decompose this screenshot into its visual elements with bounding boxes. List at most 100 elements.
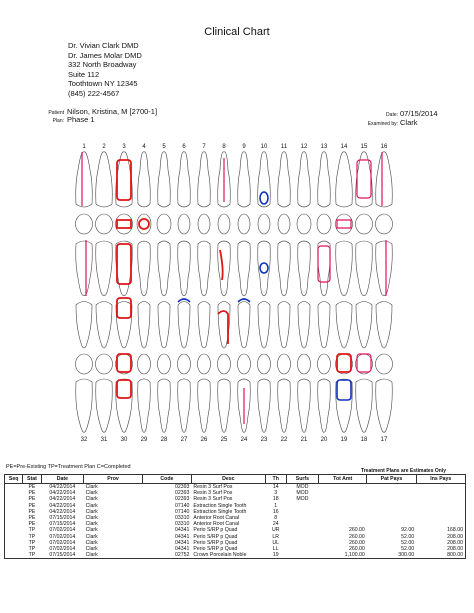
table-cell: 168.00 — [447, 527, 463, 534]
tooth-number: 10 — [261, 144, 268, 150]
table-cell: 52.00 — [401, 546, 415, 553]
tooth-number: 15 — [361, 144, 368, 150]
lower-tooth-side — [277, 378, 291, 433]
table-cell: PE — [28, 508, 36, 515]
upper-tooth-side — [317, 151, 331, 208]
table-cell: MOD — [296, 496, 309, 503]
table-cell: 260.00 — [348, 533, 365, 540]
table-cell: 07140 — [174, 508, 190, 515]
restoration-mark — [317, 245, 331, 283]
upper-tooth-lingual — [317, 240, 331, 296]
column-header: Code — [141, 474, 192, 484]
lower-tooth-occlusal — [197, 353, 211, 375]
upper-tooth-lingual — [157, 240, 171, 296]
lower-tooth-lingual — [257, 301, 271, 349]
table-cell: 800.00 — [447, 552, 463, 559]
table-cell: Clark — [85, 546, 98, 553]
upper-tooth-occlusal — [217, 213, 231, 235]
tooth-number: 14 — [341, 144, 348, 150]
lower-tooth-occlusal — [217, 353, 231, 375]
restoration-mark — [356, 353, 372, 373]
table-cell: 07/02/2014 — [49, 546, 76, 553]
tooth-number: 6 — [182, 144, 186, 150]
estimate-note: Treatment Plans are Estimates Only — [360, 468, 446, 474]
table-cell: 02752 — [174, 552, 190, 559]
tooth-number: 28 — [161, 437, 168, 443]
table-cell: Clark — [85, 539, 98, 546]
tooth-number: 13 — [321, 144, 328, 150]
date-label: Date: — [386, 112, 398, 118]
address-line: (845) 222-4567 — [68, 88, 120, 98]
restoration-mark — [336, 219, 352, 229]
lower-tooth-side — [197, 378, 211, 433]
table-cell: 1,100.00 — [344, 552, 365, 559]
table-cell: 03310 — [174, 521, 190, 528]
table-cell: 02393 — [174, 496, 190, 503]
table-cell: Extraction Single Tooth — [193, 508, 247, 515]
patient-label: Patient — [48, 110, 64, 116]
restoration-mark — [116, 353, 132, 373]
table-cell: Resin 3 Surf Pos — [193, 484, 233, 490]
lower-tooth-occlusal — [257, 353, 271, 375]
lower-tooth-lingual — [95, 301, 113, 349]
upper-tooth-lingual — [197, 240, 211, 296]
upper-tooth-side — [177, 151, 191, 208]
table-header-row: Seq Stat Date Prov Code Desc Th Surfs To… — [3, 474, 467, 484]
upper-tooth-occlusal — [355, 213, 373, 235]
upper-tooth-side — [157, 151, 171, 208]
treatment-plan-table: Seq Stat Date Prov Code Desc Th Surfs To… — [3, 474, 467, 559]
table-cell: 04341 — [174, 539, 190, 546]
table-cell — [5, 484, 23, 491]
upper-tooth-occlusal — [197, 213, 211, 235]
tooth-number: 11 — [281, 144, 288, 150]
restoration-mark — [177, 298, 191, 303]
upper-tooth-lingual — [237, 240, 251, 296]
table-cell: TP — [28, 527, 36, 534]
table-cell: PE — [28, 521, 36, 528]
upper-tooth-occlusal — [237, 213, 251, 235]
restoration-mark — [219, 249, 224, 281]
table-cell: 260.00 — [348, 539, 365, 546]
lower-tooth-lingual — [375, 301, 393, 349]
address-line: 332 North Broadway — [68, 60, 137, 70]
table-cell: Clark — [85, 533, 98, 540]
column-header: Stat — [22, 474, 42, 484]
lower-tooth-occlusal — [375, 353, 393, 375]
table-cell: 07/02/2014 — [49, 533, 76, 540]
table-cell: Perio S/RP p Quad — [193, 527, 238, 534]
tooth-number: 24 — [241, 437, 248, 443]
column-header: Desc — [190, 474, 266, 484]
lower-tooth-side — [257, 378, 271, 433]
table-cell: 04341 — [174, 533, 190, 540]
tooth-number: 19 — [341, 437, 348, 443]
upper-tooth-side — [137, 151, 151, 208]
upper-tooth-lingual — [355, 240, 373, 296]
column-header: Prov — [83, 474, 143, 484]
table-cell: 16 — [272, 508, 279, 515]
upper-tooth-occlusal — [277, 213, 291, 235]
table-cell — [416, 484, 465, 491]
examined-label: Examined by: — [367, 121, 398, 127]
table-cell: 24 — [272, 521, 279, 528]
upper-tooth-side — [257, 151, 271, 208]
table-cell: Clark — [85, 508, 98, 515]
table-cell: Resin 3 Surf Pos — [193, 496, 233, 503]
table-cell: 07/02/2014 — [49, 527, 76, 534]
restoration-mark — [259, 191, 269, 205]
upper-tooth-occlusal — [335, 213, 353, 235]
table-cell: 04/22/2014 — [49, 496, 76, 503]
tooth-number: 1 — [82, 144, 86, 150]
table-cell: 208.00 — [447, 539, 463, 546]
tooth-number: 7 — [202, 144, 206, 150]
table-cell: 04/22/2014 — [49, 502, 76, 509]
table-cell: Clark — [85, 490, 98, 497]
table-cell: 07/15/2014 — [49, 521, 76, 528]
tooth-number: 17 — [381, 437, 388, 443]
